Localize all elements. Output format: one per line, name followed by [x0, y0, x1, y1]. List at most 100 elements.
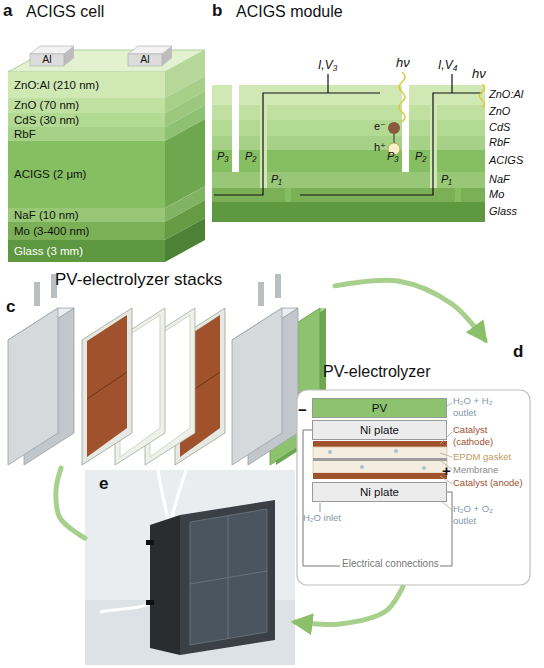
tube — [172, 470, 186, 518]
naf-layer — [8, 208, 165, 222]
layer-label: RbF — [489, 136, 510, 150]
catalyst-divider — [87, 372, 127, 399]
gas-bubble — [360, 465, 364, 469]
layer-label: NaF — [489, 173, 510, 187]
layer-label: NaF (10 nm) — [14, 208, 79, 222]
al-contact-side — [162, 46, 172, 66]
photon-label: hν — [472, 66, 486, 82]
panel-letter: b — [212, 1, 222, 21]
scribe-label: P₂ — [245, 150, 257, 164]
scribe-label: P₁ — [441, 173, 452, 187]
ni-plate: Ni plate — [312, 420, 447, 440]
layer-label: ACIGS — [489, 154, 523, 168]
acigs-layer — [212, 150, 485, 172]
connector-knob — [146, 600, 154, 605]
cycle-arrow — [56, 468, 85, 538]
component-label: H₂O + O₂ outlet — [453, 503, 513, 527]
wire — [440, 492, 452, 566]
terminal-lead — [451, 74, 452, 93]
rbf-layer — [8, 127, 165, 141]
panel: PV-electrolyzerdPVNi plateNi plate — [297, 340, 532, 587]
panel-title: ACIGS module — [236, 3, 343, 22]
layer-name: PV — [313, 399, 446, 417]
photon-wave — [399, 72, 405, 122]
scribe-p1 — [285, 188, 291, 202]
cycle-arrow — [335, 280, 485, 340]
rbf-layer — [212, 136, 485, 150]
electron — [388, 122, 400, 134]
pv-layer: PV — [312, 398, 447, 418]
panel: PV-electrolyzer stacksc — [5, 270, 335, 468]
terminal-sign: − — [298, 401, 307, 419]
current-path — [214, 93, 380, 195]
layer-name: Ni plate — [313, 421, 446, 439]
zno-layer — [212, 105, 485, 120]
cathode-catalyst — [313, 441, 447, 447]
photon-wave — [480, 84, 485, 108]
scribe-label: P₃ — [217, 150, 229, 164]
al-contact — [128, 54, 162, 66]
end-plate — [8, 308, 58, 465]
photon-label: hν — [396, 55, 410, 71]
layer-label: CdS — [489, 121, 510, 135]
mo-layer — [8, 222, 165, 240]
tube — [34, 282, 40, 306]
cycle-arrow — [295, 587, 403, 624]
layer-label: ZnO:Al (210 nm) — [14, 78, 99, 92]
glass-side — [165, 218, 205, 262]
device-side — [150, 515, 180, 655]
current-label: I,V₄ — [438, 58, 457, 73]
component-label: EPDM gasket — [453, 451, 511, 463]
acigs-layer — [8, 141, 165, 208]
layer-label: ZnO (70 nm) — [14, 98, 79, 112]
pv-panel — [190, 509, 267, 645]
gas-bubble — [422, 466, 426, 470]
carrier-separation — [394, 134, 395, 143]
contact-label: Al — [128, 53, 162, 66]
current-label: I,V₃ — [318, 58, 337, 73]
layer-label: Glass — [489, 205, 517, 219]
panel-title: PV-electrolyzer stacks — [55, 270, 222, 290]
terminal-lead — [327, 74, 328, 93]
cross-section-frame — [297, 390, 530, 585]
gas-bubble — [394, 449, 398, 453]
panel-letter: e — [99, 474, 108, 494]
panel-letter: a — [3, 1, 12, 21]
layer-label: CdS (30 nm) — [14, 113, 79, 127]
layer-label: ZnO:Al — [489, 88, 523, 102]
zno-layer — [8, 98, 165, 113]
carrier-label: e⁻ — [374, 120, 386, 134]
scribe-label: P₁ — [271, 173, 282, 187]
catalyst-panel — [87, 315, 127, 457]
component-label: H₂O inlet — [303, 512, 341, 524]
layer-label: RbF — [14, 127, 36, 141]
al-contact — [30, 54, 64, 66]
layer-label: Mo (3-400 nm) — [14, 224, 89, 238]
pv-grid-line — [190, 571, 267, 584]
glass-layer — [8, 240, 165, 262]
photo-background — [85, 470, 295, 665]
tube — [275, 274, 281, 298]
scribe-label: P₃ — [387, 150, 399, 164]
panel-title: ACIGS cell — [26, 3, 104, 22]
current-path — [300, 93, 482, 195]
device-front — [180, 500, 275, 655]
catalyst-frame — [82, 308, 132, 465]
scribe-p1 — [455, 188, 461, 202]
terminal-sign: + — [442, 462, 451, 480]
connector-knob — [146, 540, 154, 545]
layer-label: ZnO — [489, 105, 510, 119]
scribe-label: P₂ — [415, 150, 427, 164]
panel-title: PV-electrolyzer — [323, 362, 431, 381]
contact-label: Al — [30, 53, 64, 66]
glass-layer — [212, 202, 485, 222]
component-label: Catalyst (anode) — [453, 477, 528, 489]
gas-bubble — [328, 450, 332, 454]
layer-label: ACIGS (2 μm) — [14, 167, 86, 181]
carrier-label: h⁺ — [374, 141, 386, 155]
component-label: Membrane — [453, 464, 498, 476]
layer-label: Glass (3 mm) — [14, 244, 83, 258]
zno-al-layer — [8, 72, 165, 98]
scribe-p3 — [232, 85, 239, 172]
